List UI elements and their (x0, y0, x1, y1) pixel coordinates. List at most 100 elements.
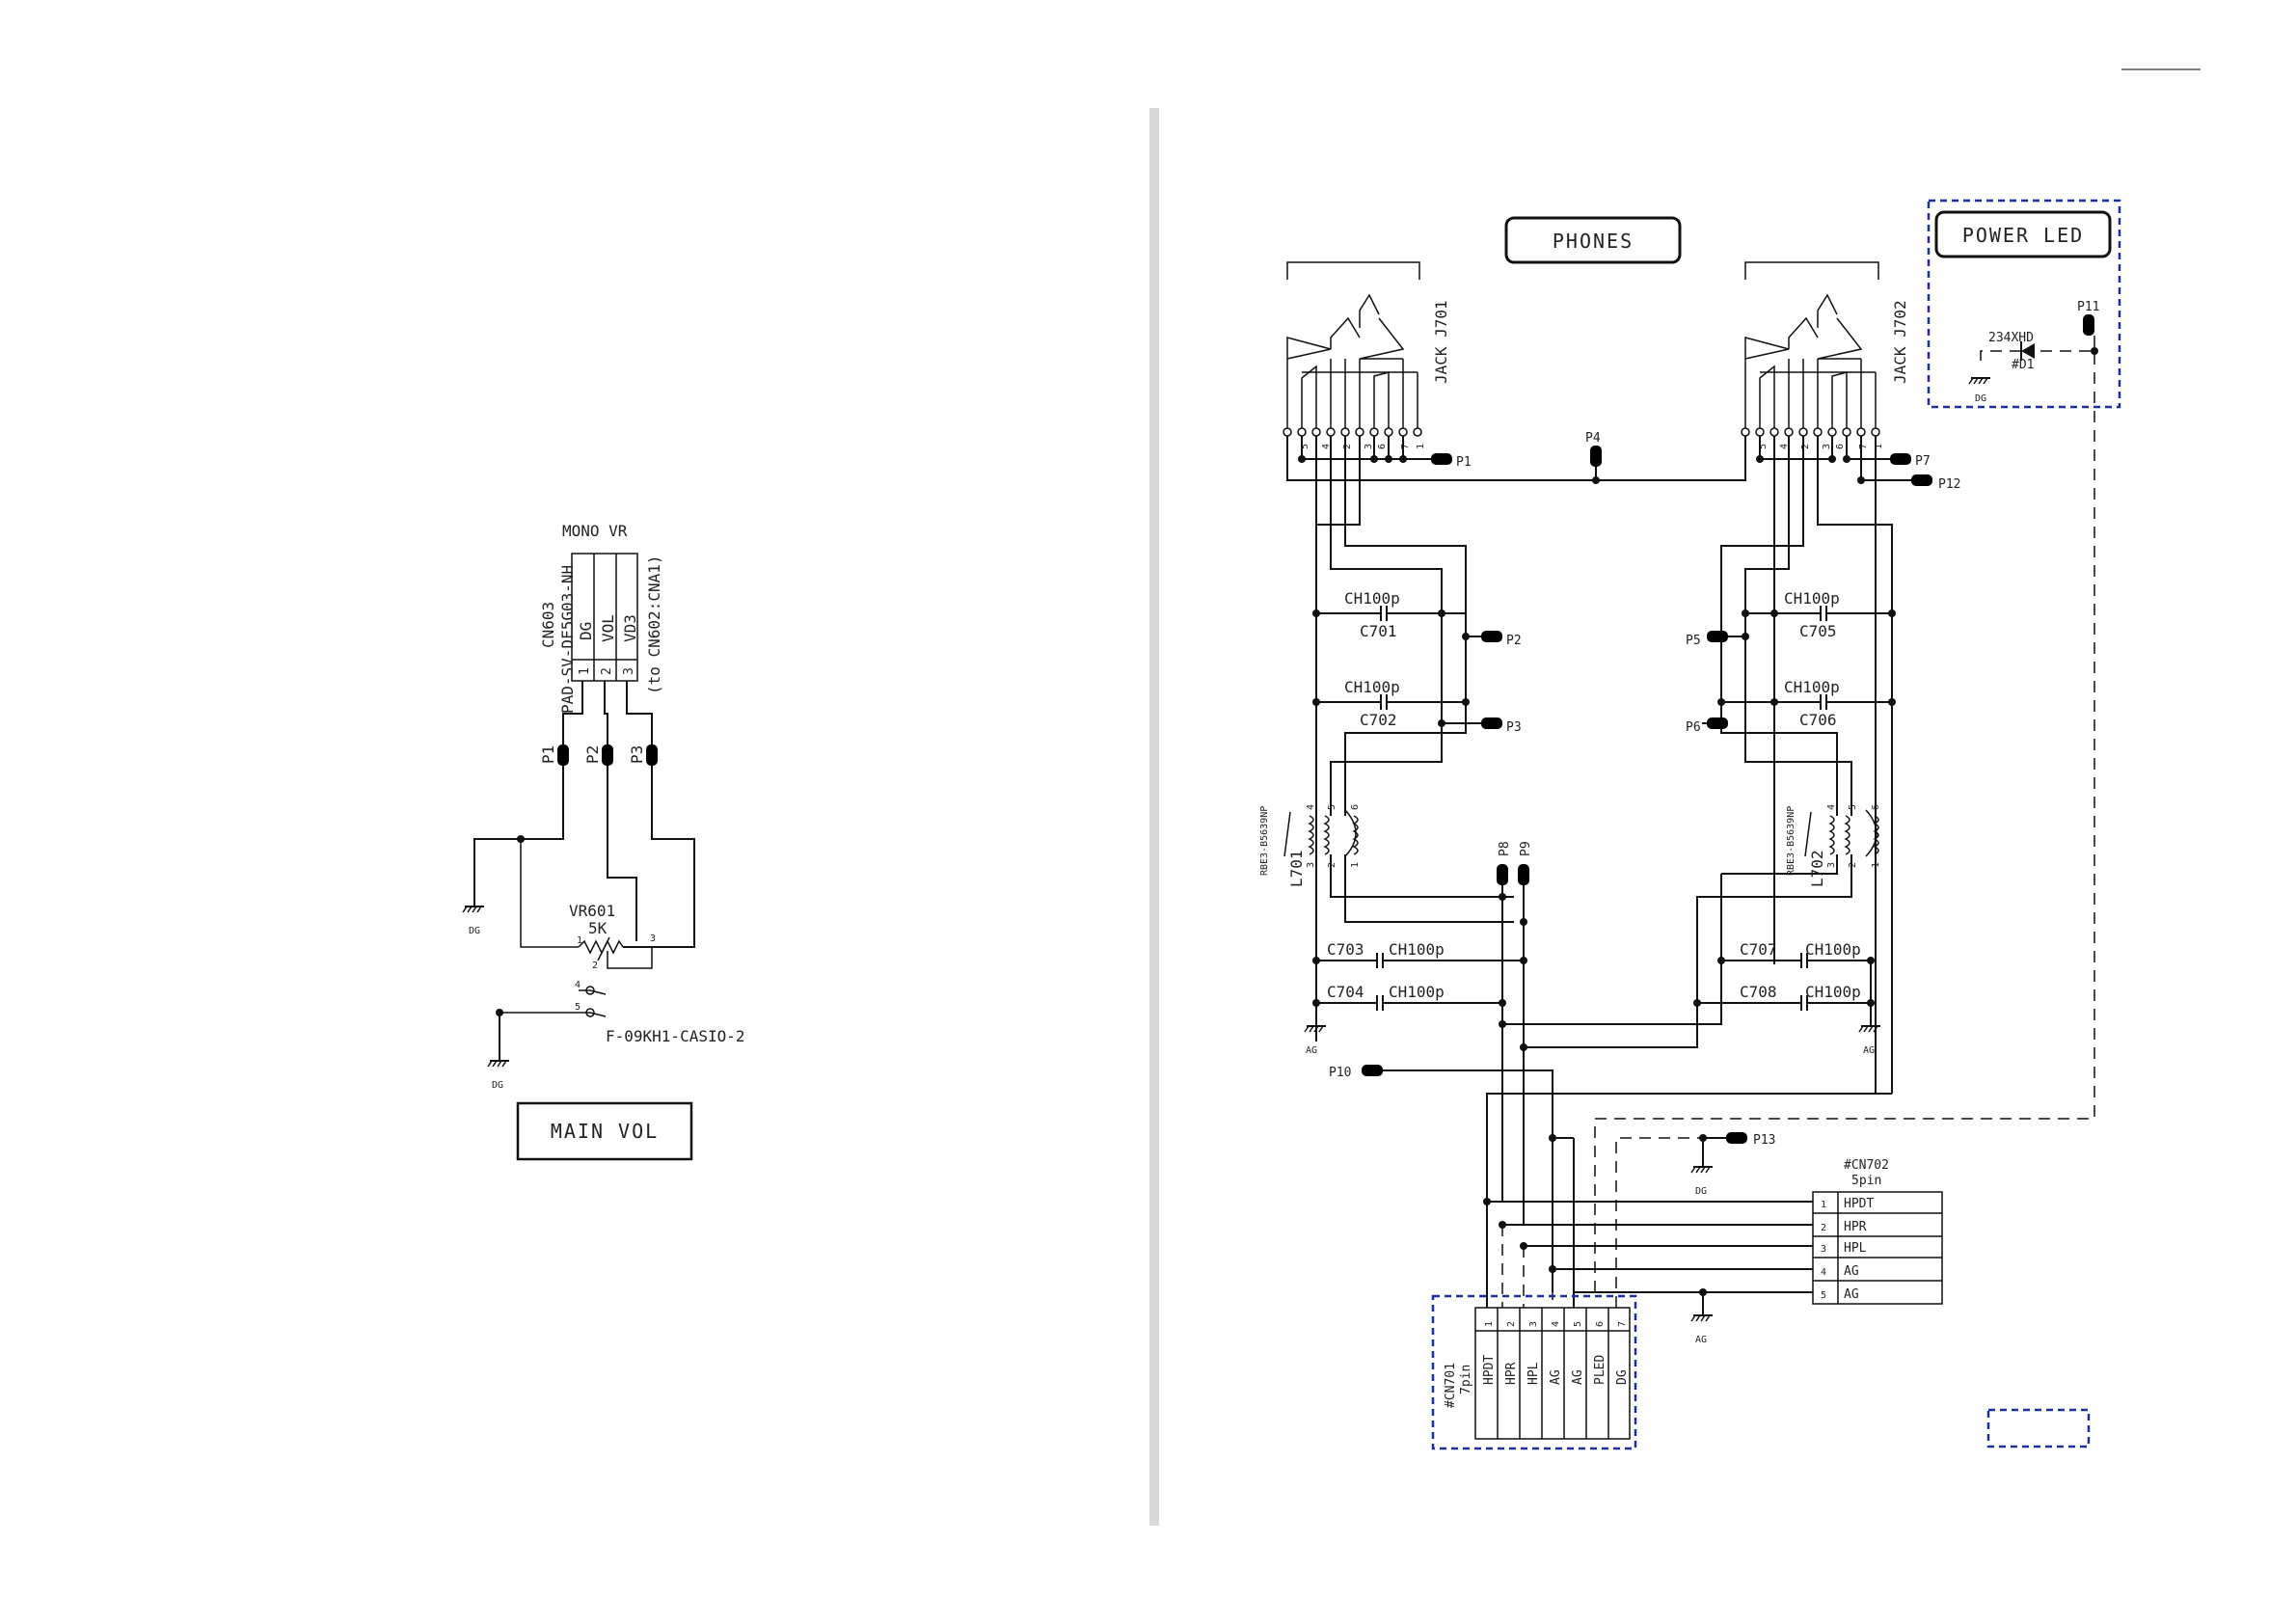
vr601-pin3: 3 (650, 934, 656, 944)
cn603-pin2-num: 2 (600, 667, 614, 675)
cap-c707: C707 CH100p (1717, 940, 1875, 968)
phones-title-box (1504, 216, 1682, 264)
j701-pin2: 2 (1342, 444, 1353, 449)
tp-p10 (1362, 1065, 1383, 1076)
to-cn602-label: (to CN602:CNA1) (645, 555, 663, 695)
j701-label: JACK J701 (1432, 300, 1450, 384)
power-led-title: POWER LED (1962, 224, 2084, 247)
l702-pin1: 1 (1871, 862, 1881, 868)
cn701-pins-count: 7pin (1459, 1365, 1473, 1394)
cap-c703: C703 CH100p (1312, 940, 1527, 968)
cn702-pins-count: 5pin (1851, 1174, 1881, 1188)
cn603-pin2-name: VOL (599, 614, 617, 642)
led-gnd: DG (1975, 393, 1986, 404)
tp-p8-label: P8 (1498, 841, 1512, 856)
cn603-connector: DG VOL VD3 1 2 3 CN603 PAD-SV-DF5G03-NH … (539, 522, 663, 714)
j701-pin5: 5 (1300, 444, 1310, 449)
tp-p5-label: P5 (1686, 634, 1701, 648)
l701-pin1: 1 (1350, 862, 1361, 868)
j702-pin1: 1 (1874, 444, 1884, 449)
j702-pin2: 2 (1800, 444, 1811, 449)
cap-c701: CH100p C701 (1312, 589, 1466, 640)
l702-part: RBE3-B5639NP (1786, 806, 1796, 876)
cn702-pin1-num: 1 (1821, 1200, 1826, 1210)
tp-p2 (1481, 631, 1502, 642)
cn701-connector: 1 2 3 4 5 6 7 HPDT HPR HPL AG AG PLED DG… (1431, 1294, 1637, 1450)
j702-pin3: 3 (1822, 444, 1832, 449)
sw-pin5: 5 (575, 1002, 581, 1013)
l702-label: L702 (1808, 850, 1826, 887)
c705-ref: C705 (1799, 622, 1837, 640)
phones-section: PHONES 5 4 (1259, 199, 2121, 1450)
jack-part-label: F-09KH1-CASIO-2 (606, 1027, 745, 1045)
phones-title: PHONES (1553, 230, 1634, 253)
tp-p8 (1497, 864, 1508, 885)
cn603-pin3-name: VD3 (621, 614, 639, 642)
c708-ref: C708 (1740, 983, 1777, 1001)
cn701-pin7-name: DG (1615, 1369, 1630, 1385)
c707-ref: C707 (1740, 940, 1777, 959)
power-led-block: POWER LED 234XHD #D1 DG (1927, 199, 2121, 409)
vr601-potentiometer: VR601 5K 1 3 2 (569, 902, 656, 971)
left-p2-pad (602, 744, 613, 766)
c706-value: CH100p (1784, 678, 1840, 696)
cn701-pin1-name: HPDT (1482, 1355, 1497, 1385)
tp-p3-label: P3 (1506, 720, 1522, 735)
tp-p6 (1707, 717, 1728, 729)
cn702-ref: #CN702 (1844, 1158, 1889, 1173)
gnd-ag-left: AG (1306, 1045, 1317, 1056)
left-p3-label: P3 (628, 745, 646, 764)
cn701-pin7-num: 7 (1617, 1321, 1628, 1327)
cn702-pin3-num: 3 (1821, 1244, 1826, 1255)
c705-value: CH100p (1784, 589, 1840, 608)
coil-l701: L701 RBE3-B5639NP 4 5 6 3 2 1 (1259, 804, 1514, 970)
l702-pin5: 5 (1848, 804, 1858, 810)
cn701-pin1-num: 1 (1484, 1321, 1495, 1327)
coil-l702: L702 RBE3-B5639NP 4 5 6 3 2 1 (1696, 804, 1881, 1009)
l701-pin6: 6 (1350, 804, 1361, 810)
cn702-connector: #CN702 5pin 1 2 3 4 5 HPDT HPR HPL AG AG (1812, 1158, 1943, 1305)
tp-p13-label: P13 (1753, 1133, 1775, 1148)
cn702-pin5-name: AG (1844, 1287, 1859, 1302)
main-vol-title-box (516, 1101, 693, 1161)
cn701-pin6-num: 6 (1595, 1321, 1606, 1327)
power-led-dashed-box (1927, 199, 2121, 409)
c703-value: CH100p (1389, 940, 1445, 959)
main-vol-title: MAIN VOL (551, 1120, 659, 1143)
c707-value: CH100p (1805, 940, 1861, 959)
test-points: P1 P4 P7 P12 P2 P3 P5 P6 P8 P9 P10 P13 P… (1329, 300, 2099, 1148)
sw-pin4: 4 (575, 980, 581, 990)
gnd-ag-cn702: AG (1695, 1335, 1707, 1345)
l701-pin2: 2 (1327, 862, 1337, 868)
cn603-gnd-label: DG (469, 926, 480, 936)
cn702-pin5-num: 5 (1821, 1290, 1826, 1301)
l702-pin2: 2 (1848, 862, 1858, 868)
left-p1-pad (557, 744, 569, 766)
tp-p4-label: P4 (1585, 431, 1601, 446)
mono-vr-label: MONO VR (562, 522, 628, 540)
vol-gnd-label: DG (492, 1080, 503, 1091)
j701-pin7: 7 (1400, 444, 1411, 449)
cap-c702: CH100p C702 (1312, 678, 1470, 729)
tp-p6-label: P6 (1686, 720, 1701, 735)
vr601-pin2: 2 (592, 961, 598, 971)
tp-p12 (1911, 474, 1932, 486)
tp-p11-label: P11 (2077, 300, 2099, 314)
left-p3-pad (646, 744, 658, 766)
j701-pin1: 1 (1416, 444, 1426, 449)
cn701-dashed-box (1431, 1294, 1637, 1450)
cn603-pin3-num: 3 (622, 667, 636, 675)
jack-wiring (1286, 436, 1919, 1094)
left-p1-label: P1 (539, 745, 557, 764)
j702-pin4: 4 (1779, 444, 1790, 449)
power-led-title-box (1934, 210, 2112, 258)
cap-c705: CH100p C705 (1742, 589, 1896, 640)
led-part: 234XHD (1988, 331, 2034, 345)
tp-p1-label: P1 (1456, 455, 1472, 470)
l701-label: L701 (1287, 850, 1306, 887)
tp-p5 (1707, 631, 1728, 642)
c701-value: CH100p (1344, 589, 1400, 608)
page-divider (1149, 108, 1159, 1526)
cn701-pin5-num: 5 (1573, 1321, 1583, 1327)
